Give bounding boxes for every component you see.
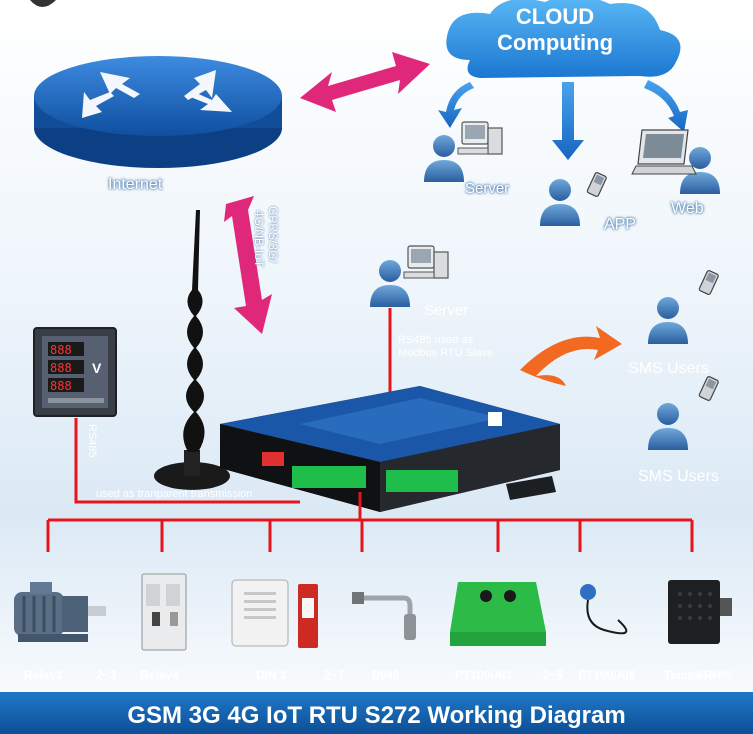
- svg-text:888: 888: [50, 343, 72, 357]
- web-user-icon: [631, 129, 720, 194]
- device-label-din8: DIN8: [372, 668, 400, 682]
- sms-user-1-icon: [648, 269, 720, 344]
- temp-rh-sensor-icon: [668, 580, 732, 644]
- cloud-server-label: Server: [465, 180, 510, 197]
- transparent-transmission-label: used as tranparent transmission: [96, 488, 253, 500]
- title-banner: [0, 692, 753, 734]
- float-switch-icon: [352, 592, 416, 640]
- cloud-icon: [446, 0, 681, 78]
- device-label-relay4: Relay4: [140, 668, 179, 682]
- nbiot-label: 4G/NB-IoT: [252, 210, 266, 267]
- router-icon: [34, 56, 282, 168]
- cloud-server-user-icon: [424, 121, 503, 182]
- rtu-s272-device-icon: [220, 386, 560, 512]
- gprs-label-line2: 4G/NB-IoT: [252, 210, 266, 268]
- din-sensor-box-icon: [231, 579, 289, 647]
- cloud-title-line2: Computing: [496, 30, 614, 55]
- svg-text:888: 888: [50, 379, 72, 393]
- motor-icon: [14, 582, 106, 642]
- device-label-din1: DIN 1: [256, 668, 287, 682]
- panel-meter-icon: 888 888 888: [33, 327, 117, 417]
- pt100-probe-icon: [580, 584, 628, 635]
- device-label-relay1: Relay1: [24, 668, 63, 682]
- local-server-user-icon: [370, 245, 449, 307]
- cloud-down-arrows-icon: [438, 80, 688, 160]
- rs485-slave-label: RS485 used as Modbus RTU Slave: [398, 334, 493, 360]
- rs485-label: RS485: [86, 424, 98, 458]
- relay-breaker-icon: [141, 573, 187, 651]
- pt100-transmitter-icon: [450, 582, 546, 646]
- din-relay-module-icon: [298, 584, 318, 648]
- gprs-label: GPRS/3G/: [266, 206, 280, 263]
- internet-cloud-link-arrow-icon: [300, 52, 430, 112]
- logo-fragment-icon: [30, 0, 56, 7]
- device-label-pt100-ai6: PT100/AI6: [578, 668, 636, 682]
- antenna-icon: [154, 210, 230, 490]
- app-user-icon: [540, 171, 608, 226]
- rs485-slave-line1: RS485 used as: [398, 334, 474, 346]
- internet-label: Internet: [108, 176, 163, 193]
- sms-users-label-1: SMS Users: [628, 360, 709, 377]
- device-label-din-range: 2~7: [324, 668, 345, 682]
- rs485-wiring: [46, 418, 694, 552]
- cloud-label: CLOUD Computing: [490, 4, 620, 56]
- local-server-label: Server: [424, 302, 469, 319]
- diagram-title: GSM 3G 4G IoT RTU S272 Working Diagram: [127, 702, 626, 729]
- device-label-pt100-range: 2~5: [543, 668, 564, 682]
- svg-text:888: 888: [50, 361, 72, 375]
- app-label: APP: [604, 216, 637, 233]
- sms-users-label-2: SMS Users: [638, 468, 719, 485]
- gprs-label-line1: GPRS/3G/: [266, 206, 280, 263]
- sms-link-arrow-icon: [520, 326, 622, 386]
- device-label-relay-range: 2~3: [96, 668, 117, 682]
- rs485-slave-line2: Modbus RTU Slave: [398, 347, 494, 359]
- gprs-link-arrow-icon: [224, 196, 272, 334]
- sms-user-2-icon: [648, 375, 720, 450]
- meter-unit: V: [92, 360, 102, 376]
- cloud-title-line1: CLOUD: [515, 4, 595, 29]
- device-label-temp-rh: Temp&RH%: [664, 668, 732, 682]
- web-label: Web: [671, 200, 704, 217]
- device-label-pt100-ai1: PT100/AI1: [455, 668, 513, 682]
